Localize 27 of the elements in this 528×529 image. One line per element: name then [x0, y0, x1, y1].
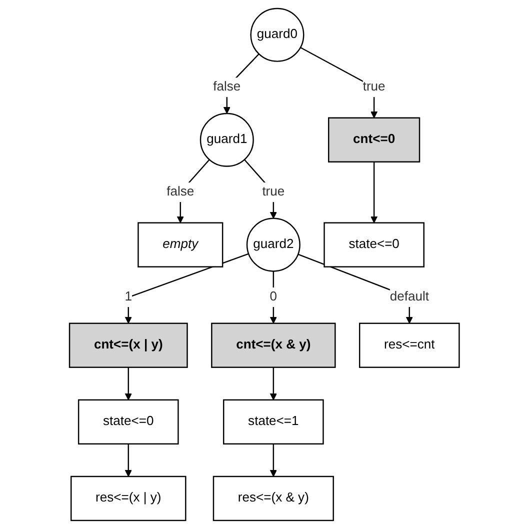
edge-label: true — [262, 182, 284, 202]
arrow — [244, 159, 277, 219]
arrow — [269, 367, 277, 400]
guard-circle: guard1 — [200, 112, 254, 167]
process-box: state<=0 — [323, 222, 424, 268]
edge-label: false — [212, 78, 240, 98]
guard-circle: guard2 — [246, 218, 300, 272]
arrow — [269, 444, 277, 477]
arrow — [370, 162, 378, 224]
process-box: res<=(x & y) — [212, 476, 334, 522]
arrow — [300, 46, 378, 118]
edge-label: false — [166, 182, 194, 202]
arrow — [269, 271, 277, 324]
edge-label: true — [362, 78, 385, 98]
process-box: cnt<=(x | y) — [68, 322, 188, 368]
process-box: res<=(x | y) — [70, 476, 186, 522]
process-box: cnt<=0 — [328, 117, 420, 162]
guard-circle: guard0 — [250, 8, 304, 62]
arrow — [124, 444, 132, 477]
process-box: cnt<=(x & y) — [210, 322, 336, 368]
arrow — [124, 367, 132, 400]
process-box: state<=0 — [78, 399, 178, 444]
arrow — [124, 253, 248, 324]
process-box: state<=1 — [222, 399, 324, 444]
edge-label: 0 — [269, 288, 277, 308]
edge-label: default — [389, 288, 429, 308]
process-box: res<=cnt — [358, 322, 460, 368]
